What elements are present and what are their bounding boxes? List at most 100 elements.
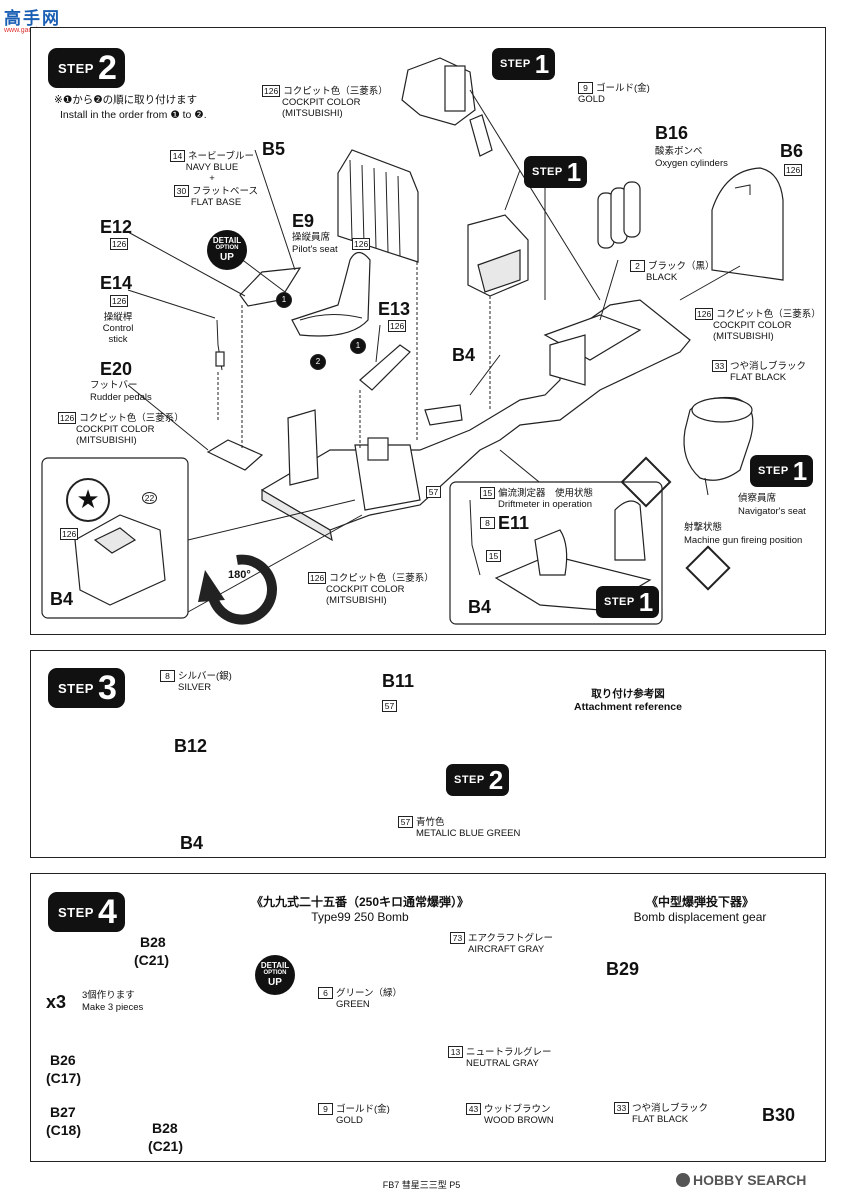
part-e20: E11	[498, 513, 530, 533]
part-b16: B16	[655, 123, 689, 143]
x3-label: x3	[46, 992, 67, 1012]
part-b29: B29	[606, 959, 640, 979]
step3-panel	[30, 650, 826, 858]
b16-label-en: Oxygen cylinders	[655, 158, 728, 169]
inset-paint-126: 126	[60, 528, 81, 540]
gear-title: 《中型爆弾投下器》 Bomb displacement gear	[610, 895, 790, 925]
nav-seat-jp: 偵察員席	[738, 493, 777, 504]
paint-number: 13	[448, 1046, 463, 1058]
logo-text: 高手网	[4, 9, 61, 28]
paint-number: 73	[450, 932, 465, 944]
paint-number: 126	[784, 164, 803, 176]
e12-paint-num: 126	[388, 320, 409, 332]
part-b4-step3: B4	[180, 833, 204, 853]
paint-en: COCKPIT COLOR	[76, 424, 155, 435]
e13-en2: stick	[108, 334, 128, 345]
step2-badge: STEP 2	[48, 48, 125, 88]
step-number: 1	[638, 587, 654, 617]
b16-label-jp: 酸素ボンベ	[655, 146, 703, 157]
step-word: STEP	[532, 166, 563, 178]
paint-number: 9	[578, 82, 593, 94]
e13-label: 操縦桿 Control stick	[98, 312, 138, 345]
rotate-arrow	[207, 554, 277, 625]
paint-en: COCKPIT COLOR	[282, 97, 361, 108]
paint-number: 14	[170, 150, 186, 162]
paint-number: 2	[630, 260, 645, 272]
order-1-marker-e12: 1	[350, 338, 366, 354]
order-2-marker: 2	[310, 354, 326, 370]
paint-jp: グリーン（緑）	[336, 988, 403, 999]
paint-number: 8	[480, 517, 495, 529]
paint-number: 43	[466, 1103, 481, 1115]
step-number: 2	[488, 765, 504, 795]
plus-sign: +	[209, 173, 215, 184]
attach-en: Attachment reference	[574, 701, 682, 713]
x3-jp: 3個作ります	[82, 990, 135, 1001]
step1-ref-badge-top: STEP 1	[492, 48, 556, 80]
e14-label-jp: フットバー	[90, 380, 138, 391]
paint-number: 15	[480, 487, 495, 499]
paint-number: 126	[58, 412, 77, 424]
paint-en: FLAT BLACK	[632, 1114, 689, 1125]
step2-ref-badge: STEP 2	[446, 764, 510, 796]
paint-jp: フラットベース	[191, 186, 259, 197]
b6-bulkhead	[711, 167, 784, 281]
paint-jp: ブラック（黒）	[648, 261, 715, 272]
detail-up-badge-step4: DETAIL OPTION UP	[255, 955, 295, 995]
star-icon: ★	[66, 478, 110, 522]
step1-ref-badge-nav: STEP 1	[750, 455, 814, 487]
b6-paint-num: 126	[784, 164, 805, 176]
e13-en1: Control	[102, 323, 134, 334]
paint-number: 126	[308, 572, 327, 584]
paint-number: 126	[60, 528, 79, 540]
paint-en: NAVY BLUE	[185, 162, 239, 173]
part-b6: B6	[780, 141, 804, 161]
mg-jp: 射撃状態	[684, 522, 723, 533]
step-word: STEP	[604, 596, 635, 608]
bomb-title: 《九九式二十五番（250キロ通常爆弾）》 Type99 250 Bomb	[230, 895, 490, 925]
paint-en: GREEN	[336, 999, 370, 1010]
part-b4-inset: B4	[50, 589, 74, 609]
watermark-text: HOBBY SEARCH	[693, 1172, 807, 1188]
bomb-title-jp: 《九九式二十五番（250キロ通常爆弾）》	[250, 895, 470, 909]
part-c18: (C18)	[46, 1122, 82, 1138]
driftmeter-en: Driftmeter in operation	[498, 499, 592, 510]
part-c17: (C17)	[46, 1070, 82, 1086]
step1-ref-badge-mid: STEP 1	[524, 156, 588, 188]
part-b28-bottom: B28	[152, 1120, 178, 1136]
b11-paint-57: 57	[382, 700, 400, 712]
paint-jp: つや消しブラック	[632, 1103, 709, 1114]
paint-jp: ゴールド(金)	[596, 83, 650, 94]
attach-ref-label: 取り付け参考図 Attachment reference	[566, 688, 690, 714]
paint-en: GOLD	[578, 94, 605, 105]
paint-number: 126	[352, 238, 371, 250]
paint-jp: ウッドブラウン	[484, 1104, 551, 1115]
option-text: OPTION	[263, 970, 287, 976]
step-word: STEP	[500, 58, 531, 70]
paint-number: 126	[262, 85, 281, 97]
paint-number: 57	[382, 700, 397, 712]
part-b4-main: B4	[452, 345, 476, 365]
step1-ref-badge-inset: STEP 1	[596, 586, 660, 618]
part-b11: B11	[382, 671, 415, 691]
paint-number: 126	[110, 238, 129, 250]
step-number: 1	[534, 49, 550, 79]
paint-en: GOLD	[336, 1115, 363, 1126]
step-word: STEP	[758, 465, 789, 477]
paint-jp: つや消しブラック	[730, 361, 807, 372]
paint-en: COCKPIT COLOR	[713, 320, 792, 331]
step-number: 1	[792, 456, 808, 486]
paint-en: AIRCRAFT GRAY	[468, 944, 545, 955]
paint-jp: エアクラフトグレー	[468, 933, 554, 944]
paint-en: BLACK	[646, 272, 678, 283]
